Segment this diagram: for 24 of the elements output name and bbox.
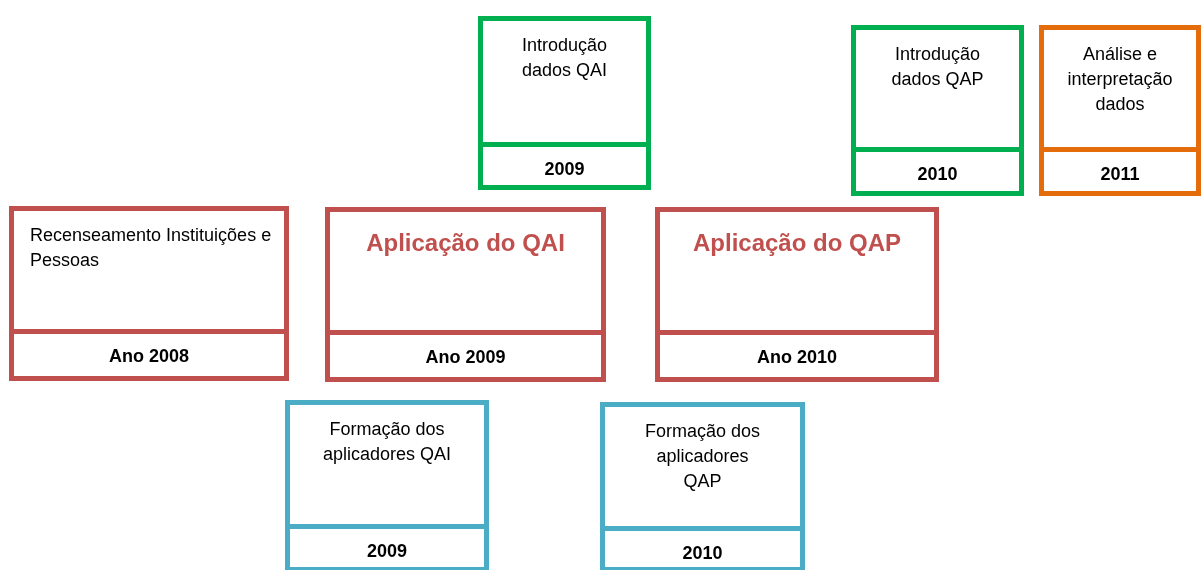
timeline-card [1039,25,1201,196]
year-label: 2011 [1100,162,1140,186]
stage-description: Formação dos aplicadores QAP [643,420,762,493]
year-label: 2009 [366,539,407,563]
timeline-card [655,207,939,382]
timeline-card [478,16,651,190]
stage-heading: Aplicação do QAP [691,228,902,258]
stage-description: Formação dos aplicadores QAI [321,418,453,466]
stage-heading: Aplicação do QAI [365,228,566,258]
timeline-card [285,400,489,570]
timeline-card [600,402,805,570]
year-label: Ano 2009 [425,345,506,369]
stage-description: Introdução dados QAI [520,34,609,82]
year-label: Ano 2010 [756,345,837,369]
year-label: 2010 [682,541,723,565]
timeline-card [9,206,289,381]
stage-description: Recenseamento Instituições e Pessoas [29,224,273,272]
stage-description: Introdução dados QAP [890,43,985,91]
timeline-card [851,25,1024,196]
stage-description: Análise e interpretação dados [1066,43,1174,116]
year-label: Ano 2008 [108,344,189,368]
year-label: 2009 [544,157,585,181]
year-label: 2010 [917,162,958,186]
timeline-card [325,207,606,382]
